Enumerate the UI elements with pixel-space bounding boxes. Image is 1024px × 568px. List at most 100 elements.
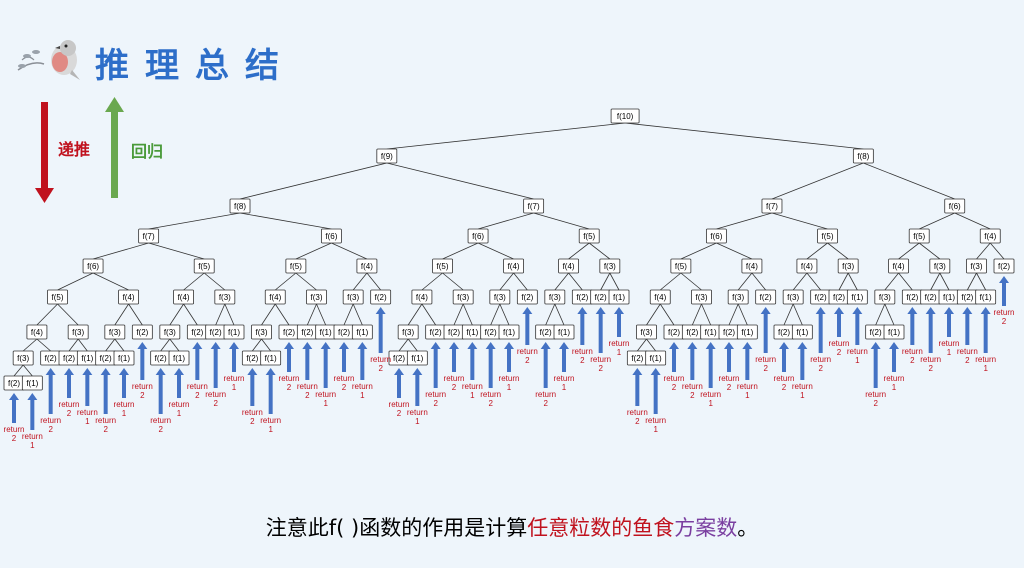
return-text: return bbox=[700, 390, 721, 399]
return-text: return bbox=[957, 347, 978, 356]
node-label: f(2) bbox=[906, 293, 918, 302]
return-text: return bbox=[389, 400, 410, 409]
tree-node: f(6) bbox=[705, 228, 727, 244]
return-text: return bbox=[829, 339, 850, 348]
tree-edge bbox=[716, 212, 773, 230]
tree-node: f(3) bbox=[966, 258, 987, 274]
tree-edge bbox=[659, 272, 682, 291]
tree-edge bbox=[827, 242, 849, 260]
tree-edge bbox=[919, 212, 955, 230]
return-value: 2 bbox=[543, 399, 548, 408]
node-label: f(7) bbox=[766, 202, 778, 211]
tree-node: f(2) bbox=[443, 324, 465, 340]
return-text: return bbox=[627, 408, 648, 417]
tree-node: f(5) bbox=[670, 258, 692, 274]
node-label: f(1) bbox=[613, 293, 625, 302]
tree-node: f(2) bbox=[718, 324, 740, 340]
tree-edge bbox=[792, 303, 803, 326]
node-label: f(1) bbox=[265, 354, 277, 363]
node-label: f(1) bbox=[503, 328, 515, 337]
node-label: f(2) bbox=[521, 293, 533, 302]
tree-edge bbox=[976, 272, 987, 291]
node-label: f(3) bbox=[17, 354, 29, 363]
node-label: f(2) bbox=[760, 293, 772, 302]
tree-edge bbox=[352, 303, 363, 326]
return-value: 2 bbox=[342, 383, 347, 392]
return-value: 1 bbox=[617, 348, 622, 357]
node-label: f(3) bbox=[696, 293, 708, 302]
tree-edge bbox=[771, 162, 864, 200]
node-label: f(4) bbox=[508, 262, 520, 271]
return-text: return bbox=[407, 408, 428, 417]
tree-edge bbox=[92, 242, 149, 260]
node-label: f(2) bbox=[375, 293, 387, 302]
return-value: 1 bbox=[947, 348, 952, 357]
node-label: f(2) bbox=[631, 354, 643, 363]
return-value: 2 bbox=[672, 383, 677, 392]
tree-node: f(1) bbox=[938, 289, 960, 305]
return-value: 2 bbox=[598, 364, 603, 373]
return-value: 1 bbox=[85, 417, 90, 426]
tree-edge bbox=[701, 303, 712, 326]
tree-node: f(2) bbox=[278, 324, 300, 340]
tree-node: f(6) bbox=[320, 228, 342, 244]
tree-node: f(2) bbox=[626, 350, 648, 366]
tree-edge bbox=[316, 303, 327, 326]
tree-node: f(4) bbox=[649, 289, 671, 305]
tree-edge bbox=[22, 364, 33, 377]
node-label: f(4) bbox=[269, 293, 281, 302]
tree-node: f(4) bbox=[173, 289, 194, 305]
tree-node: f(3) bbox=[342, 289, 364, 305]
tree-node: f(1) bbox=[553, 324, 575, 340]
return-text: return bbox=[297, 382, 318, 391]
node-label: f(3) bbox=[164, 328, 176, 337]
return-value: 2 bbox=[158, 425, 163, 434]
return-value: 2 bbox=[67, 409, 72, 418]
return-value: 2 bbox=[12, 434, 17, 443]
tree-node: f(10) bbox=[610, 108, 640, 124]
return-text: return bbox=[847, 347, 868, 356]
tree-node: f(4) bbox=[411, 289, 433, 305]
node-label: f(3) bbox=[219, 293, 231, 302]
node-label: f(2) bbox=[540, 328, 552, 337]
tree-edge bbox=[499, 272, 514, 291]
node-label: f(2) bbox=[925, 293, 937, 302]
return-value: 1 bbox=[745, 391, 750, 400]
tree-node: f(1) bbox=[168, 350, 190, 366]
tree-node: f(4) bbox=[503, 258, 524, 274]
node-label: f(5) bbox=[52, 293, 64, 302]
tree-edge bbox=[680, 242, 717, 260]
tree-edge bbox=[875, 303, 886, 326]
tree-node: f(5) bbox=[432, 258, 453, 274]
node-label: f(5) bbox=[583, 232, 595, 241]
tree-node: f(2) bbox=[755, 289, 777, 305]
tree-edge bbox=[22, 338, 38, 352]
node-label: f(2) bbox=[283, 328, 295, 337]
tree-node: f(3) bbox=[636, 324, 657, 340]
tree-node: f(3) bbox=[12, 350, 34, 366]
tree-edge bbox=[398, 338, 409, 352]
caption: 注意此f( )函数的作用是计算任意粒数的鱼食方案数。 bbox=[0, 512, 1024, 542]
tree-edge bbox=[976, 242, 991, 260]
tree-edge bbox=[792, 272, 808, 291]
return-value: 2 bbox=[433, 399, 438, 408]
tree-edge bbox=[295, 272, 317, 291]
tree-edge bbox=[215, 303, 226, 326]
node-label: f(6) bbox=[87, 262, 99, 271]
tree-node: f(1) bbox=[846, 289, 868, 305]
tree-node: f(2) bbox=[150, 350, 172, 366]
tree-node: f(2) bbox=[241, 350, 263, 366]
recursion-tree: f(10)f(9)f(8)f(7)f(6)f(5)f(4)f(3)f(2)f(1… bbox=[4, 108, 1014, 450]
node-label: f(3) bbox=[842, 262, 854, 271]
return-value: 1 bbox=[855, 356, 860, 365]
tree-edge bbox=[646, 338, 656, 352]
tree-edge bbox=[954, 212, 991, 230]
return-text: return bbox=[645, 416, 666, 425]
tree-node: f(2) bbox=[773, 324, 795, 340]
